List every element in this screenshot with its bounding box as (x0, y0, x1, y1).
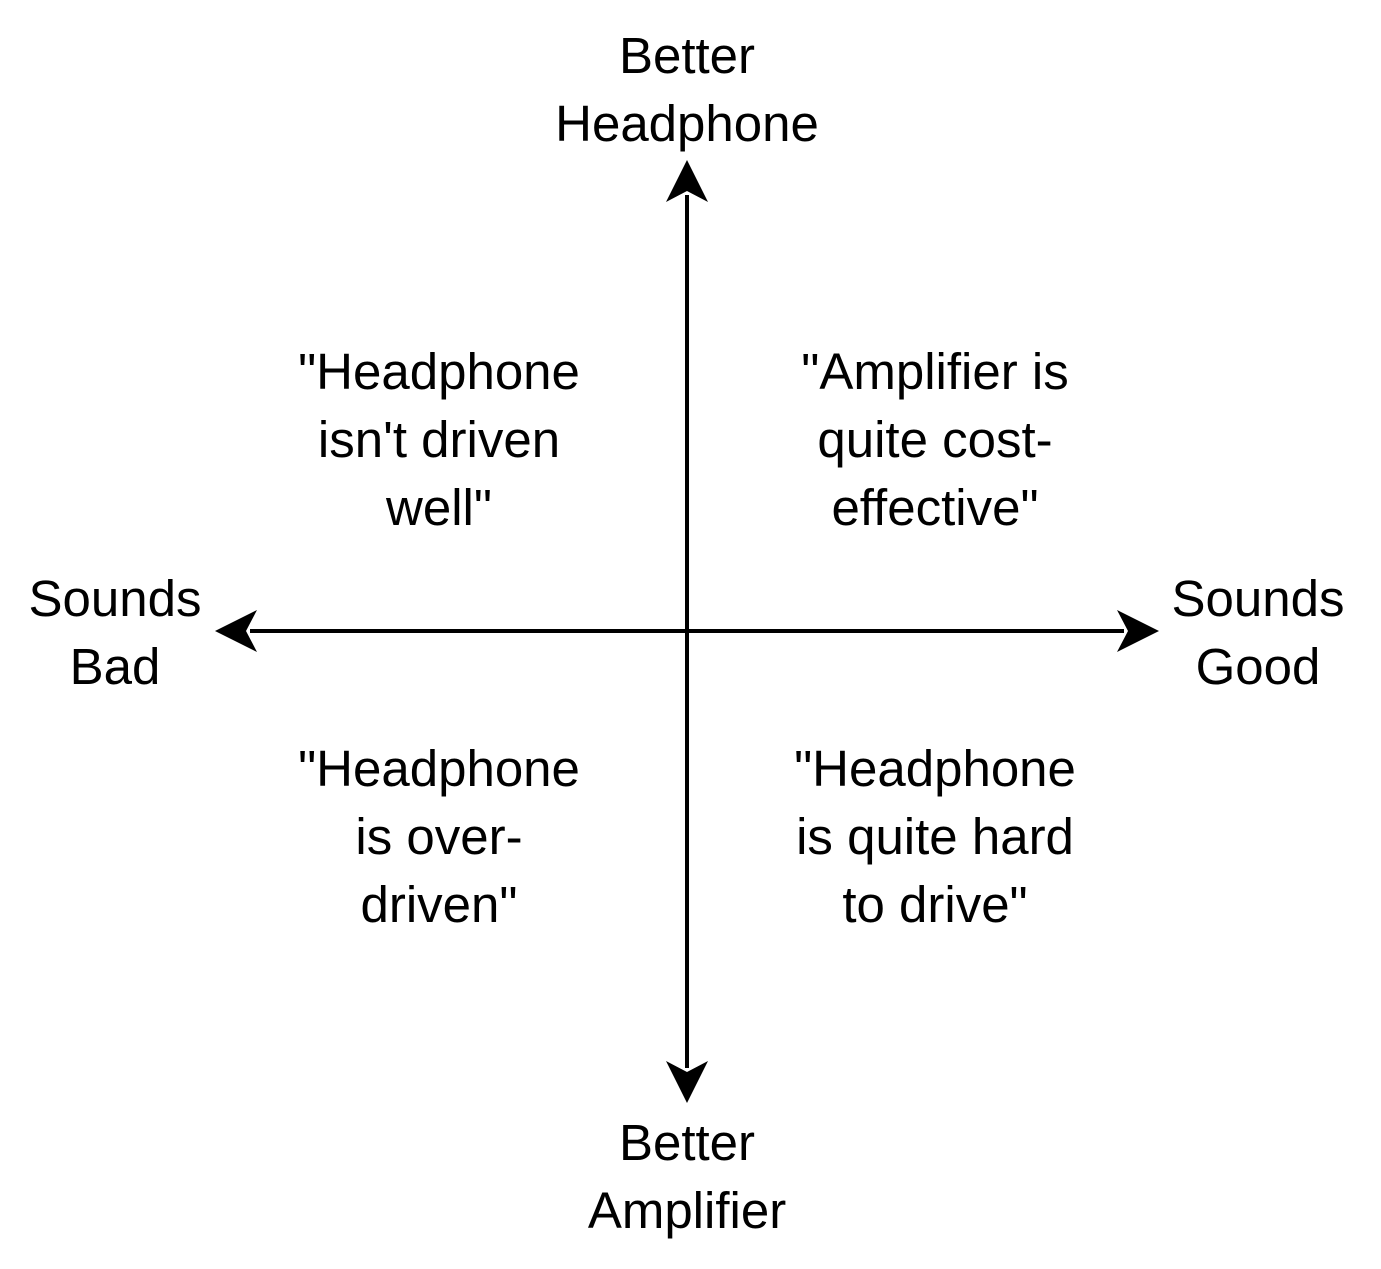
axis-label-top-line-1: Better (618, 27, 756, 84)
arrow-up-icon (666, 160, 708, 202)
quadrant-top-right-line-1: "Amplifier is (801, 343, 1069, 400)
quadrant-bottom-right-line-2: is quite hard (796, 808, 1074, 865)
quadrant-label-bottom-left: "Headphone is over- driven" (239, 735, 639, 939)
quadrant-bottom-left-line-1: "Headphone (298, 740, 580, 797)
axis-label-left: Sounds Bad (5, 565, 225, 701)
quadrant-top-left-line-1: "Headphone (298, 343, 580, 400)
quadrant-top-left-line-3: well" (386, 479, 492, 536)
axis-label-top: Better Headphone (487, 22, 887, 158)
axis-label-right: Sounds Good (1148, 565, 1368, 701)
axis-label-left-line-2: Bad (69, 638, 161, 695)
quadrant-top-left-line-2: isn't driven (317, 411, 561, 468)
axis-label-top-line-2: Headphone (555, 95, 819, 152)
axis-label-right-line-1: Sounds (1171, 570, 1345, 627)
quadrant-label-top-right: "Amplifier is quite cost- effective" (735, 338, 1135, 542)
quadrant-label-top-left: "Headphone isn't driven well" (239, 338, 639, 542)
quadrant-label-bottom-right: "Headphone is quite hard to drive" (735, 735, 1135, 939)
axis-label-bottom: Better Amplifier (487, 1109, 887, 1245)
arrow-left-icon (215, 610, 257, 652)
quadrant-bottom-left-line-3: driven" (360, 876, 518, 933)
arrow-down-icon (666, 1061, 708, 1103)
quadrant-top-right-line-2: quite cost- (817, 411, 1053, 468)
quadrant-top-right-line-3: effective" (831, 479, 1039, 536)
arrow-right-icon (1117, 610, 1159, 652)
quadrant-bottom-left-line-2: is over- (355, 808, 523, 865)
quadrant-bottom-right-line-3: to drive" (842, 876, 1028, 933)
axis-label-left-line-1: Sounds (28, 570, 202, 627)
axis-label-bottom-line-2: Amplifier (587, 1182, 787, 1239)
axis-label-right-line-2: Good (1195, 638, 1321, 695)
quadrant-bottom-right-line-1: "Headphone (794, 740, 1076, 797)
axis-label-bottom-line-1: Better (618, 1114, 756, 1171)
